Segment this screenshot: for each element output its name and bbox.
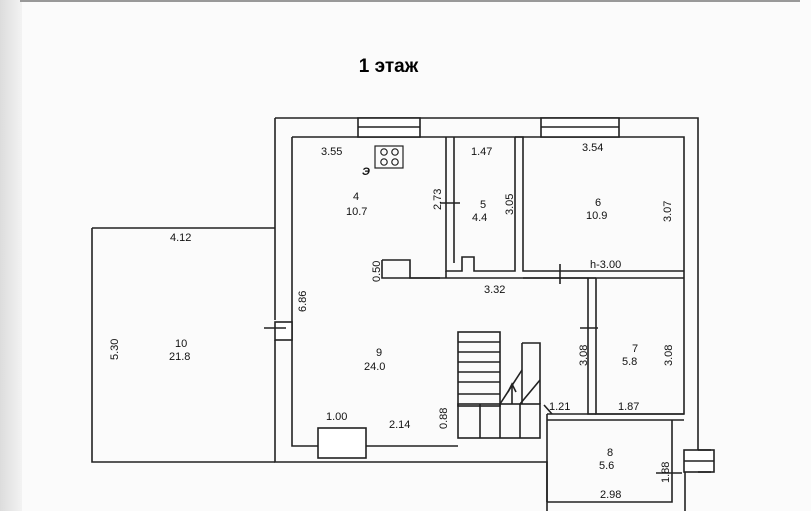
dim-3-08-right: 3.08 [663, 345, 675, 366]
room-9-number: 9 [376, 347, 382, 359]
staircase [457, 331, 541, 439]
terrace-outline [91, 227, 275, 463]
scan-edge-shadow [0, 0, 22, 511]
floor-title: 1 этаж [0, 56, 811, 78]
room-7-area: 5.8 [622, 356, 637, 368]
dim-ceiling-height: h-3.00 [590, 259, 621, 271]
dim-3-07: 3.07 [662, 201, 674, 222]
dim-0-88: 0.88 [438, 408, 450, 429]
room-8-area: 5.6 [599, 460, 614, 472]
dim-3-08-left: 3.08 [578, 345, 590, 366]
dim-5-30: 5.30 [109, 339, 121, 360]
room-6-number: 6 [595, 197, 601, 209]
floor-title-text: 1 этаж [358, 56, 419, 77]
stove-mark: Э [362, 166, 370, 178]
dim-1-21: 1.21 [549, 401, 570, 413]
room-9-area: 24.0 [364, 361, 385, 373]
room-5-number: 5 [480, 199, 486, 211]
room-labels: 4 10.7 5 4.4 6 10.9 7 5.8 8 5.6 9 24.0 1… [169, 191, 638, 472]
room-6-area: 10.9 [586, 210, 607, 222]
room-8-number: 8 [607, 447, 613, 459]
dim-3-32: 3.32 [484, 284, 505, 296]
room8-walls [546, 413, 684, 503]
dim-6-86: 6.86 [297, 291, 309, 312]
dim-1-47: 1.47 [471, 146, 492, 158]
window-left [274, 321, 293, 341]
door-bottom [317, 427, 367, 459]
dim-4-12: 4.12 [170, 232, 191, 244]
room-7-number: 7 [632, 343, 638, 355]
sheet-top-border [20, 0, 800, 2]
dim-0-50: 0.50 [371, 261, 383, 282]
room-4-area: 10.7 [346, 206, 367, 218]
dim-2-73: 2.73 [432, 189, 444, 210]
room-10-number: 10 [175, 338, 187, 350]
dim-3-55: 3.55 [321, 146, 342, 158]
dimension-labels: 3.55 1.47 3.54 2.73 3.05 3.07 h-3.00 4.1… [109, 142, 675, 501]
room-4-number: 4 [353, 191, 359, 203]
kitchen-wall [445, 137, 516, 272]
dim-3-05: 3.05 [504, 194, 516, 215]
dim-3-54: 3.54 [582, 142, 603, 154]
dim-1-88: 1.88 [660, 462, 672, 483]
dim-1-87: 1.87 [618, 401, 639, 413]
dim-2-98: 2.98 [600, 489, 621, 501]
room-10-area: 21.8 [169, 351, 190, 363]
dim-1-00: 1.00 [326, 411, 347, 423]
dim-2-14: 2.14 [389, 419, 410, 431]
partition-050 [381, 259, 440, 279]
room-5-area: 4.4 [472, 212, 487, 224]
stove-icon [374, 145, 404, 169]
